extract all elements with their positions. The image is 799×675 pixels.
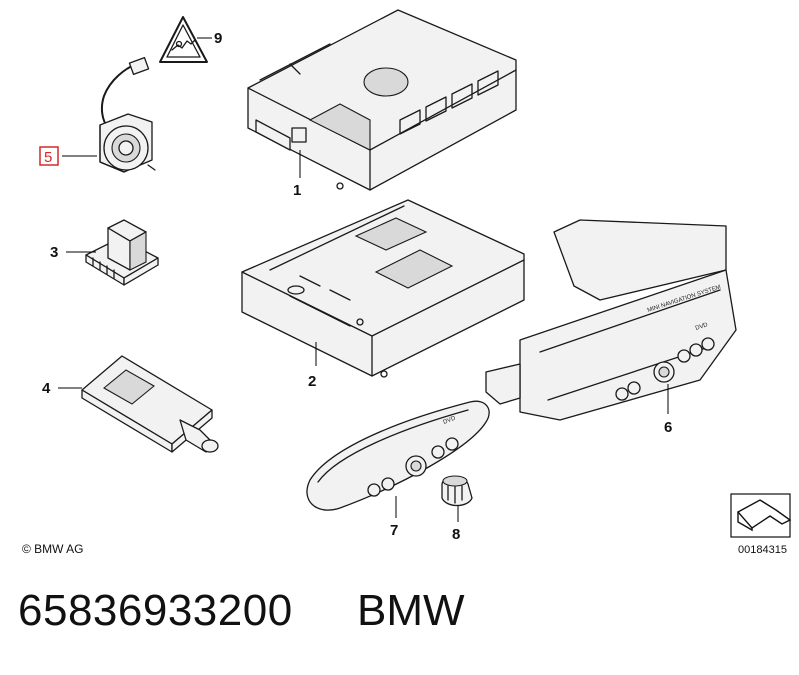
callout-5: 5	[44, 149, 52, 166]
part-3-relay: 3	[50, 219, 159, 286]
callout-4: 4	[42, 380, 51, 397]
part-6-control-panel: MINI NAVIGATION SYSTEM DVD 6	[485, 219, 737, 436]
callout-8: 8	[452, 526, 460, 543]
copyright-text: © BMW AG	[22, 542, 84, 556]
highlight-box	[39, 146, 59, 166]
callout-6: 6	[664, 419, 672, 436]
callout-9: 9	[214, 30, 222, 47]
callout-2: 2	[308, 373, 316, 390]
part-8-knob: 8	[441, 475, 473, 543]
part-9-warning-label: 9	[159, 16, 222, 63]
part-5-sensor: 5	[39, 56, 156, 173]
diagram-id: 00184315	[738, 544, 787, 556]
part-4-antenna-module: 4	[42, 355, 219, 453]
callout-1: 1	[293, 182, 301, 199]
part-2-nav-computer: 2	[241, 199, 525, 390]
brand-name: BMW	[357, 586, 465, 635]
dvd-label-remote: DVD	[443, 415, 458, 426]
diagram-id-icon	[730, 493, 792, 538]
dvd-label-main: DVD	[695, 322, 710, 332]
callout-3: 3	[50, 244, 58, 261]
callout-7: 7	[390, 522, 398, 539]
part-number: 65836933200	[18, 586, 293, 635]
part-7-remote-panel: DVD 7	[306, 400, 490, 539]
part-1-drive-chassis: 1	[247, 9, 517, 199]
